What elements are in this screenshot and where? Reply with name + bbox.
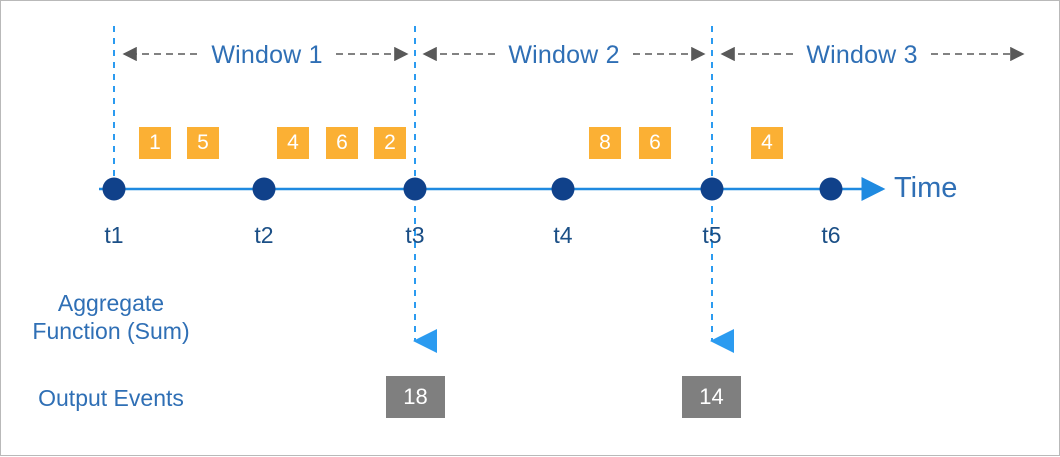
event-box: 2 [374,127,406,159]
event-box: 1 [139,127,171,159]
aggregate-function-label: Aggregate Function (Sum) [32,290,190,344]
output-event-box: 14 [682,376,741,418]
window-3-label: Window 3 [806,41,918,69]
event-box: 5 [187,127,219,159]
timeline-dot-t3 [403,177,427,201]
event-box: 4 [277,127,309,159]
event-box: 4 [751,127,783,159]
timeline-dot-t1 [102,177,126,201]
tick-label-t6: t6 [821,222,841,248]
tick-label-t4: t4 [553,222,573,248]
timeline-dot-t4 [551,177,575,201]
time-axis-label: Time [894,172,958,204]
output-events-label: Output Events [38,385,184,411]
output-event-box: 18 [386,376,445,418]
timeline-dot-t5 [700,177,724,201]
timeline-dot-t6 [819,177,843,201]
tick-label-t5: t5 [702,222,722,248]
window-2-label: Window 2 [508,41,620,69]
event-box: 8 [589,127,621,159]
event-box: 6 [639,127,671,159]
event-box: 6 [326,127,358,159]
tick-label-t2: t2 [254,222,274,248]
tick-label-t3: t3 [405,222,425,248]
timeline-dot-t2 [252,177,276,201]
tick-label-t1: t1 [104,222,124,248]
window-1-label: Window 1 [211,41,323,69]
timeline-dots [102,177,843,201]
